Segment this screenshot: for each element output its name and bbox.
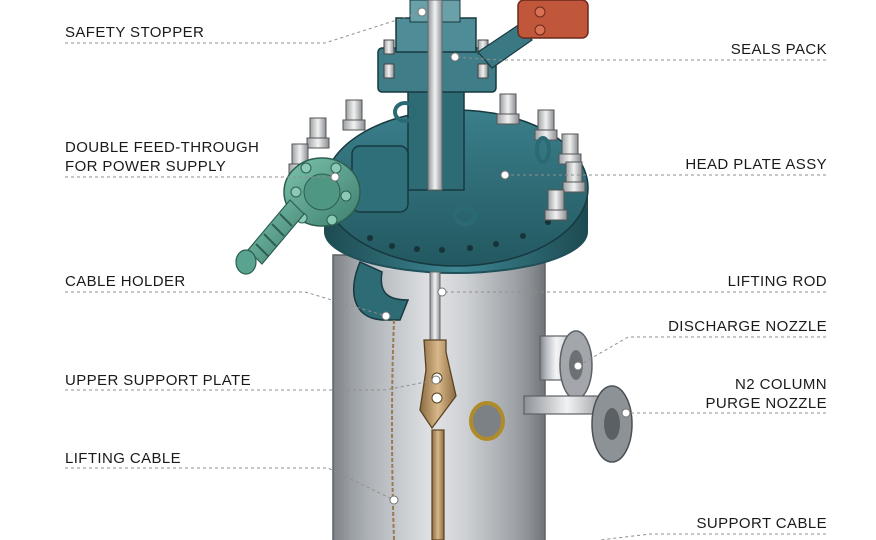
cable-holder (353, 260, 410, 321)
leader-cable-holder (65, 291, 387, 317)
leader-safety-stopper (65, 11, 423, 44)
dot-head-plate (500, 170, 510, 180)
dot-n2-purge (621, 408, 631, 418)
feed-through-hub (303, 173, 341, 211)
feed-through-connector (247, 199, 305, 265)
feed-through-ridges (255, 213, 293, 257)
turnbuckle (431, 429, 445, 540)
top-right-flange (517, 0, 589, 39)
dot-lifting-cable (389, 495, 399, 505)
label-upper-support-plate: UPPER SUPPORT PLATE (65, 372, 251, 389)
label-double-feed-through-line2: FOR POWER SUPPLY (65, 158, 227, 175)
feed-through-cap (235, 249, 257, 275)
seals-pack-ring (393, 101, 417, 123)
label-double-feed-through-line1: DOUBLE FEED-THROUGH (65, 139, 260, 156)
support-plate-hole-2 (431, 392, 443, 404)
flange-bolt-1 (534, 6, 546, 18)
leader-seals-pack (454, 56, 826, 61)
dot-upper-support-plate (431, 375, 441, 385)
dot-seals-pack (450, 52, 460, 62)
feed-through-bolts (290, 162, 352, 226)
label-head-plate-assy: HEAD PLATE ASSY (685, 156, 827, 173)
label-n2-column-purge-nozzle: N2 COLUMN PURGE NOZZLE (706, 375, 827, 413)
seals-pack-bolts (383, 39, 489, 79)
dot-safety-stopper (417, 7, 427, 17)
label-n2-column-line2: PURGE NOZZLE (705, 395, 827, 412)
n2-purge-bore (604, 408, 620, 440)
label-double-feed-through: DOUBLE FEED-THROUGH FOR POWER SUPPLY (65, 138, 259, 176)
side-port (469, 401, 505, 441)
label-seals-pack: SEALS PACK (730, 41, 827, 58)
label-cable-holder: CABLE HOLDER (65, 273, 186, 290)
label-n2-column-line1: N2 COLUMN (735, 376, 827, 393)
flange-bolt-2 (534, 24, 546, 36)
feed-through-elbow (351, 145, 409, 213)
leader-lines (65, 11, 826, 540)
label-lifting-rod: LIFTING ROD (727, 273, 827, 290)
label-discharge-nozzle: DISCHARGE NOZZLE (668, 318, 827, 335)
label-lifting-cable: LIFTING CABLE (65, 450, 182, 467)
leader-discharge-nozzle (577, 336, 826, 367)
leader-support-cable (599, 533, 826, 540)
label-safety-stopper: SAFETY STOPPER (65, 24, 205, 41)
dot-cable-holder (381, 311, 391, 321)
seals-pack-ring-right (535, 136, 551, 164)
plate-lifting-eye (453, 206, 477, 226)
label-support-cable: SUPPORT CABLE (696, 515, 827, 532)
lifting-rod-upper (427, 0, 443, 191)
callout-dots (330, 7, 631, 505)
lifting-rod-lower (429, 271, 441, 343)
dot-lifting-rod (437, 287, 447, 297)
dot-double-feed-through (330, 172, 340, 182)
head-plate-holes (367, 219, 551, 253)
lifting-cable (391, 319, 395, 540)
leader-upper-support-plate (65, 379, 437, 391)
dot-discharge-nozzle (573, 361, 583, 371)
